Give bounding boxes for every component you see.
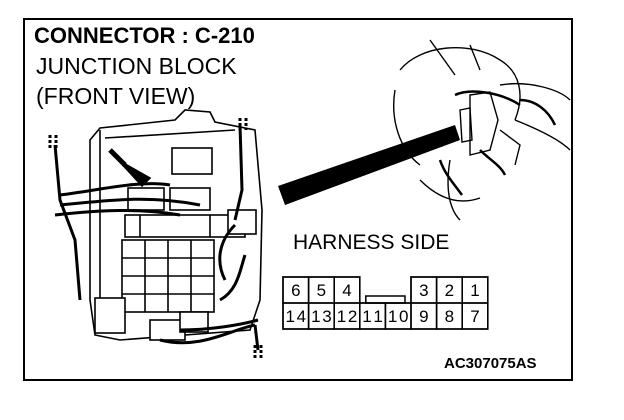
harness-side-label: HARNESS SIDE <box>293 231 450 254</box>
diagram-code: AC307075AS <box>444 355 537 372</box>
pin-number-13: 13 <box>311 307 332 326</box>
pin-cell <box>461 302 489 330</box>
pin-number-9: 9 <box>419 307 428 326</box>
pin-number-6: 6 <box>291 281 300 300</box>
pin-number-12: 12 <box>337 307 358 326</box>
view-direction: (FRONT VIEW) <box>36 83 196 109</box>
pin-number-4: 4 <box>342 281 351 300</box>
connector-title: CONNECTOR : C-210 <box>34 23 255 48</box>
pin-number-10: 10 <box>388 307 409 326</box>
pin-number-11: 11 <box>362 307 383 326</box>
pin-number-14: 14 <box>286 307 307 326</box>
connector-key-notch <box>365 295 406 304</box>
component-name: JUNCTION BLOCK <box>36 53 237 79</box>
pin-number-3: 3 <box>419 281 428 300</box>
diagram-frame <box>23 18 573 381</box>
pin-number-8: 8 <box>445 307 454 326</box>
pin-number-1: 1 <box>470 281 479 300</box>
pin-number-5: 5 <box>317 281 326 300</box>
pin-number-2: 2 <box>445 281 454 300</box>
pin-number-7: 7 <box>470 307 479 326</box>
